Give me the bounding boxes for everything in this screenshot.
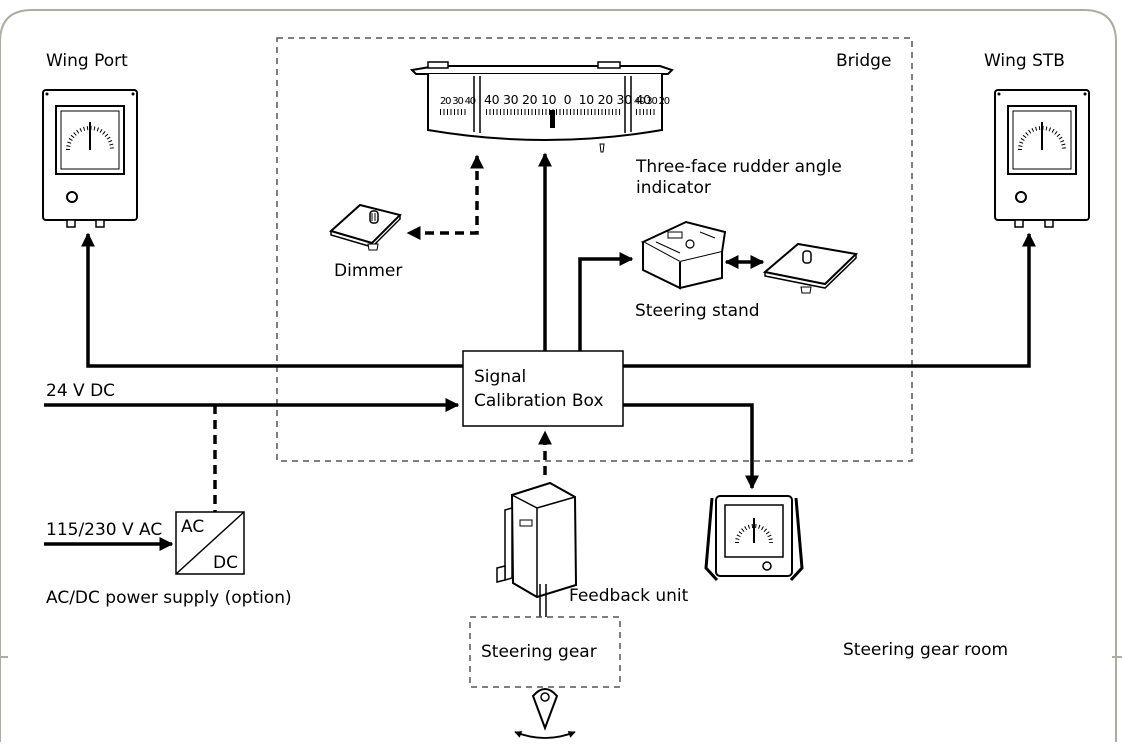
outer-frame — [0, 9, 1117, 742]
steering-stand-label: Steering stand — [635, 301, 760, 321]
signal-box-line2: Calibration Box — [474, 391, 604, 411]
signal-calibration-box — [462, 350, 624, 427]
room-indicator — [704, 495, 804, 582]
converter-dc-label: DC — [213, 553, 238, 573]
indicator-scale-right: 40 30 20 — [634, 96, 670, 107]
feedback-unit — [496, 481, 578, 617]
converter-ac-label: AC — [181, 517, 204, 537]
rudder-icon — [514, 688, 576, 739]
bridge-area — [276, 37, 913, 462]
indicator-label-line2: indicator — [636, 178, 711, 198]
link-box-to-room-indicator — [623, 403, 759, 490]
link-box-to-steering-stand — [578, 252, 634, 351]
indicator-label-line1: Three-face rudder angle — [635, 157, 842, 177]
steering-stand-panel — [762, 242, 859, 294]
wing-stb-label: Wing STB — [984, 51, 1065, 71]
acdc-converter-diagonal — [175, 511, 245, 575]
link-box-to-wing-stb — [623, 232, 1036, 368]
supply-24v-label: 24 V DC — [46, 381, 115, 401]
rudder-angle-indicator — [409, 61, 674, 153]
link-indicator-dimmer — [406, 154, 484, 240]
wing-stb-indicator — [994, 89, 1090, 228]
indicator-scale-left: 20 30 40 — [440, 96, 476, 107]
signal-box-line1: Signal — [474, 367, 526, 387]
steering-gear-label: Steering gear — [481, 642, 597, 662]
bridge-label: Bridge — [836, 51, 891, 71]
steering-stand-console — [640, 220, 727, 290]
steering-gear-room-label: Steering gear room — [843, 640, 1008, 660]
wing-port-indicator — [42, 89, 138, 228]
dimmer-device — [328, 203, 402, 251]
feedback-unit-label: Feedback unit — [569, 586, 689, 606]
link-box-to-wing-port — [81, 232, 463, 368]
power-supply-label: AC/DC power supply (option) — [46, 588, 292, 608]
dimmer-label: Dimmer — [334, 261, 402, 281]
supply-ac-label: 115/230 V AC — [46, 520, 162, 540]
wing-port-label: Wing Port — [46, 51, 128, 71]
indicator-scale-center: 40 30 20 10 0 10 20 30 40 — [484, 92, 651, 107]
